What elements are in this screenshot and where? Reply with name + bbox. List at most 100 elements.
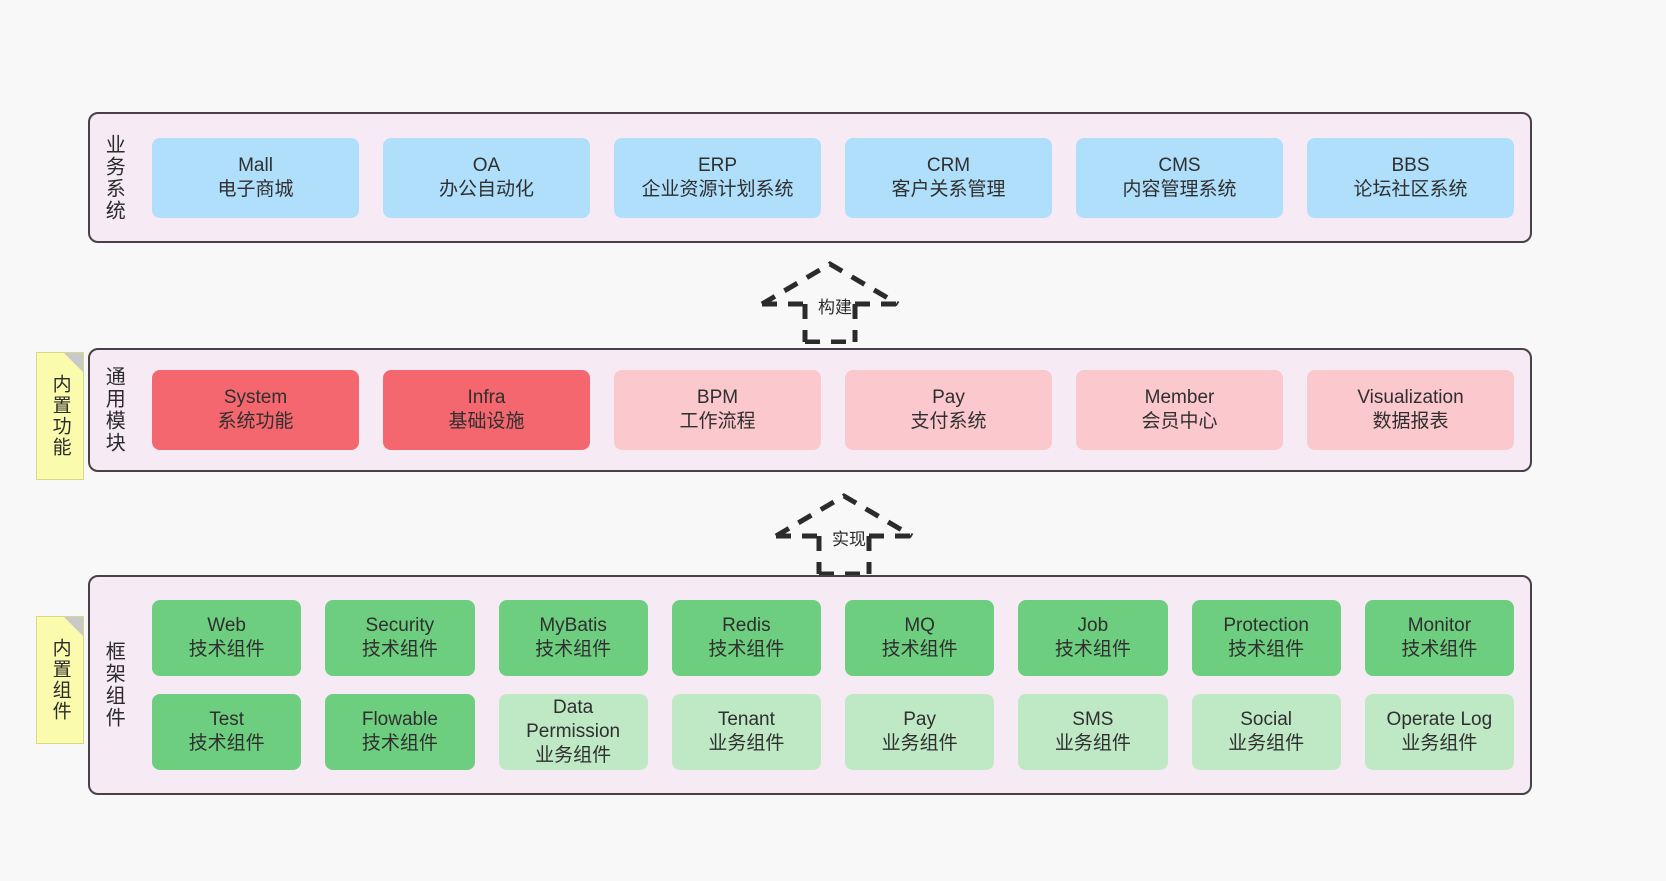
node-title-en: Tenant: [717, 709, 775, 731]
node-title-cn: 企业资源计划系统: [641, 178, 794, 200]
node-title-cn: 办公自动化: [438, 178, 534, 200]
node-title-cn: 技术组件: [1401, 639, 1478, 660]
note-builtin-components-label: 内置组件: [49, 638, 71, 722]
node-title-cn: 数据报表: [1372, 411, 1449, 432]
node-title-en: Mall: [238, 154, 273, 176]
note-fold-icon: [64, 617, 83, 636]
node-title-en: CMS: [1158, 154, 1201, 176]
node-title-en: Pay: [932, 387, 965, 409]
node-title-en: Data Permission: [526, 697, 621, 743]
node-title-en: SMS: [1072, 709, 1114, 731]
node-title-en: System: [223, 387, 288, 409]
node-title-en: Web: [207, 615, 246, 637]
note-fold-icon: [64, 353, 83, 372]
node-title-en: BBS: [1391, 154, 1430, 176]
node-title-en: Redis: [722, 615, 771, 637]
node-title-cn: 论坛社区系统: [1353, 178, 1468, 200]
node-title-cn: 技术组件: [188, 639, 265, 660]
note-builtin-components: 内置组件: [36, 616, 84, 744]
node-title-cn: 业务组件: [1401, 733, 1478, 754]
node-title-en: Monitor: [1407, 615, 1472, 637]
node-title-cn: 技术组件: [188, 733, 265, 754]
layer-common-title: 通用模块: [102, 366, 125, 454]
node-title-cn: 业务组件: [1054, 733, 1131, 754]
node-title-cn: 会员中心: [1141, 411, 1218, 432]
node-title-cn: 系统功能: [217, 411, 294, 432]
node-title-en: BPM: [696, 387, 739, 409]
arrow-build-label: 构建: [818, 298, 852, 317]
node-title-cn: 工作流程: [679, 411, 756, 432]
layer-framework-title: 框架组件: [102, 641, 125, 729]
node-title-en: Visualization: [1357, 387, 1464, 409]
node-title-en: Social: [1240, 709, 1292, 731]
node-title-cn: 业务组件: [708, 733, 785, 754]
node-title-cn: 技术组件: [881, 639, 958, 660]
node-title-cn: 内容管理系统: [1122, 178, 1237, 200]
node-title-cn: 支付系统: [910, 411, 987, 432]
node-title-en: Operate Log: [1386, 709, 1493, 731]
node-title-en: Security: [365, 615, 435, 637]
node-title-cn: 技术组件: [1228, 639, 1305, 660]
note-builtin-features: 内置功能: [36, 352, 84, 480]
node-title-cn: 业务组件: [535, 744, 612, 766]
node-title-cn: 业务组件: [1228, 733, 1305, 754]
node-title-en: Job: [1077, 615, 1109, 637]
node-title-cn: 客户关系管理: [891, 178, 1006, 200]
node-title-en: Infra: [467, 387, 506, 409]
node-title-en: Flowable: [361, 709, 438, 731]
node-title-cn: 基础设施: [448, 411, 525, 432]
node-title-en: Protection: [1223, 615, 1309, 637]
node-title-cn: 技术组件: [708, 639, 785, 660]
arrow-implement-label: 实现: [832, 530, 866, 549]
node-title-cn: 业务组件: [881, 733, 958, 754]
node-title-cn: 技术组件: [361, 733, 438, 754]
layer-business-title: 业务系统: [102, 133, 125, 222]
node-title-en: MQ: [904, 615, 935, 637]
node-title-en: MyBatis: [539, 615, 607, 637]
node-title-cn: 技术组件: [535, 639, 612, 660]
node-title-cn: 技术组件: [1054, 639, 1131, 660]
node-title-en: ERP: [697, 154, 738, 176]
node-title-cn: 技术组件: [361, 639, 438, 660]
node-title-cn: 电子商城: [217, 178, 294, 200]
node-title-en: Member: [1144, 387, 1215, 409]
node-title-en: Pay: [903, 709, 936, 731]
